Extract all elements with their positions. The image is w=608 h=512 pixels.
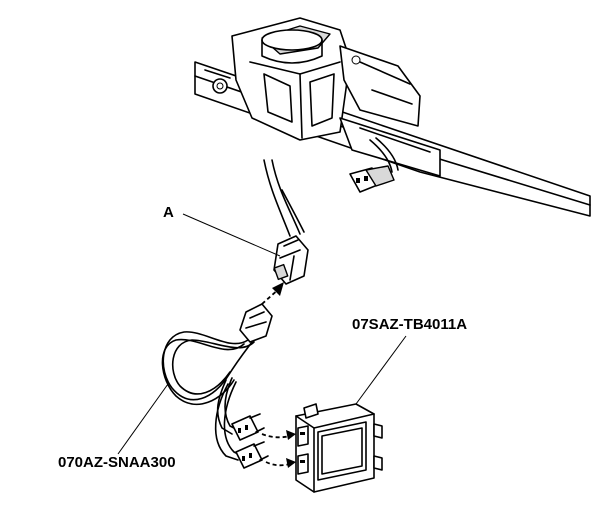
connect-arrow-unit-1 bbox=[261, 430, 296, 440]
connect-arrow-unit-2 bbox=[265, 458, 296, 468]
connect-arrow-a bbox=[261, 282, 284, 305]
harness-plug-2 bbox=[235, 441, 269, 469]
test-harness bbox=[161, 303, 273, 461]
vehicle-harness bbox=[263, 159, 305, 237]
leader-line-a bbox=[182, 213, 281, 257]
leader-line-harness bbox=[117, 383, 169, 455]
callout-harness-part-number: 070AZ-SNAA300 bbox=[58, 454, 176, 471]
callout-unit-part-number: 07SAZ-TB4011A bbox=[352, 316, 468, 333]
vehicle-bracket-assembly bbox=[194, 17, 591, 217]
leader-line-unit bbox=[355, 335, 407, 405]
harness-plug-1 bbox=[231, 413, 265, 441]
control-unit bbox=[295, 403, 383, 493]
connector-a bbox=[273, 235, 309, 285]
callout-connector-a: A bbox=[163, 204, 174, 221]
